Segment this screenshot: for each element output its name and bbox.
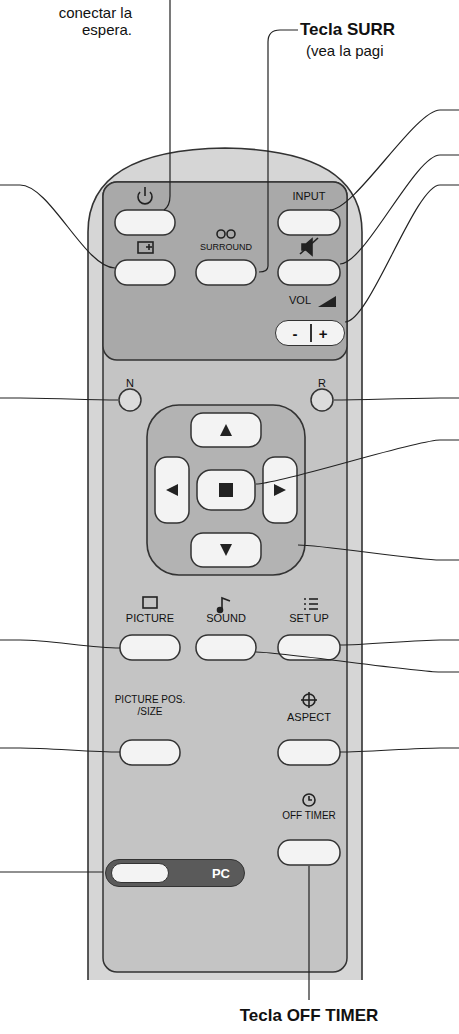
volume-rocker: -+ [275,320,345,346]
button-text: + [319,325,328,342]
button-label: N [120,377,140,390]
leader-line [298,545,459,560]
right-button [263,457,297,523]
up-button [191,413,261,447]
leader-line [0,871,103,872]
callout-text: conectar la espera. [32,4,132,39]
callout-title: Tecla SURR [300,20,456,40]
power-button [115,210,175,235]
lower-buttons [120,635,340,865]
leader-line [256,652,459,672]
leader-line [334,398,459,400]
leader-line [0,640,120,648]
button-label: OFF TIMER [271,810,347,822]
leader-line [0,185,115,268]
pc-button: PC [105,859,245,887]
upper-panel [103,182,347,360]
callout-title: Tecla OFF TIMER [219,1006,399,1026]
button-text: - [293,325,298,342]
enter-button [197,470,255,510]
leader-line [0,398,118,400]
remote-body [88,148,362,980]
n-button [119,389,141,411]
volume-wedge [318,296,336,307]
button-label: R [312,377,332,390]
button-label: PICTURE [115,612,185,625]
dpad-symbols [166,424,286,556]
r-button [311,389,333,411]
button-label: VOL [280,294,320,307]
dpad-ring [147,405,305,575]
button-label: ASPECT [274,711,344,724]
button-panel [103,182,347,972]
left-button [155,457,189,523]
surround-button [196,260,256,285]
rocker-divider [310,324,312,342]
dpad-buttons [155,413,297,567]
leader-line [340,640,459,645]
callout-text: (vea la pagi [306,42,456,59]
buttons [115,210,340,411]
leader-line [256,440,459,484]
leader-line [340,155,459,264]
button-label: PICTURE POS. /SIZE [112,694,188,717]
down-button [191,533,261,567]
leader-line [330,110,459,210]
button-text: PC [212,866,230,881]
leader-lines [0,0,459,1000]
leader-line [340,748,459,752]
button-label: SOUND [191,612,261,625]
input-button [278,210,340,235]
button-label: SET UP [274,612,344,625]
remote-outline [88,148,362,980]
button-label: SURROUND [186,242,266,252]
leader-line [345,185,459,322]
leader-line [0,748,120,752]
subscreen-button [115,260,175,285]
pc-button-cap [111,863,169,883]
mute-button [278,260,340,285]
button-label: INPUT [274,190,344,203]
